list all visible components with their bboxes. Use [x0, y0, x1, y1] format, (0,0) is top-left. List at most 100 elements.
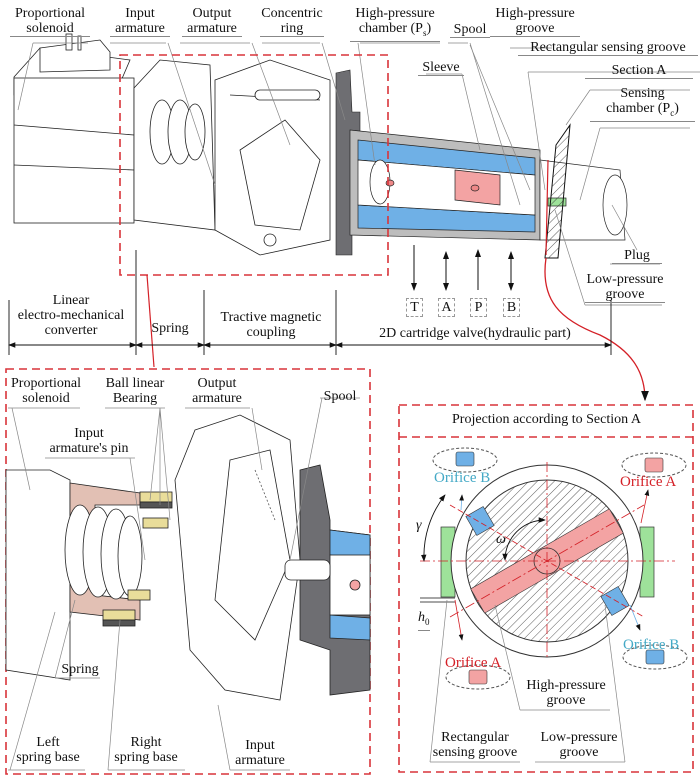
label-proportional-solenoid: Proportional solenoid	[10, 6, 90, 37]
label-line: electro-mechanical	[17, 308, 125, 323]
label-line: armature	[235, 753, 285, 768]
label-line: Output	[192, 6, 232, 21]
gamma-symbol: γ	[416, 518, 422, 533]
proportional-solenoid-body	[13, 33, 135, 224]
spring-housing	[133, 59, 216, 231]
magnetic-coupling	[214, 59, 331, 256]
section-a-plane	[544, 123, 571, 259]
label-line: groove	[559, 745, 599, 760]
detail-label-input-armature: Input armature	[228, 738, 292, 768]
h0-symbol: h0	[418, 610, 430, 631]
section-drawing	[420, 447, 688, 690]
orifice-a-top-label: Orifice A	[620, 474, 677, 490]
label-line: Left	[36, 735, 60, 750]
label-line: Proportional	[11, 376, 81, 391]
detail-label-spool: Spool	[323, 389, 357, 404]
label-line: Sensing	[620, 86, 665, 101]
dim-label-cartridge-valve: 2D cartridge valve(hydraulic part)	[379, 326, 571, 341]
label-line: solenoid	[26, 21, 74, 36]
label-output-armature: Output armature	[182, 6, 242, 37]
label-line: High-pressure	[355, 6, 435, 21]
orifice-a-bottom-label: Orifice A	[445, 655, 502, 671]
detail-label-input-armature-pin: Input armature's pin	[42, 426, 136, 456]
orifice-b-bottom-label: Orifice B	[623, 637, 680, 653]
label-line: Output	[197, 376, 237, 391]
label-line: groove	[515, 21, 555, 36]
detail-link-line	[146, 274, 155, 368]
leader-lines-detail	[8, 397, 360, 771]
label-line: Low-pressure	[586, 272, 664, 287]
label-line: Input	[74, 426, 104, 441]
port-a: A	[438, 298, 455, 317]
label-line: sensing groove	[432, 745, 518, 760]
label-line: Right	[130, 735, 162, 750]
label-concentric-ring: Concentric ring	[260, 6, 324, 37]
label-line: Bearing	[112, 391, 158, 406]
label-sleeve: Sleeve	[418, 60, 464, 76]
valve-sleeve	[349, 129, 541, 241]
dim-label-spring: Spring	[151, 321, 189, 336]
port-b: B	[503, 298, 520, 317]
label-subscript: s	[422, 27, 427, 38]
label-rectangular-sensing-groove: Rectangular sensing groove	[518, 40, 698, 56]
detail-label-output-armature: Output armature	[185, 376, 249, 406]
omega-symbol: ω	[496, 532, 506, 547]
label-line: chamber (Ps)	[350, 21, 440, 41]
section-link-curve	[544, 257, 649, 402]
dim-label-converter: Linear electro-mechanical converter	[6, 293, 136, 338]
label-line: chamber (Pc)	[590, 101, 695, 121]
label-line: converter	[44, 323, 98, 338]
detail-label-right-spring-base: Right spring base	[106, 735, 186, 765]
label-line: Linear	[52, 293, 90, 308]
h0-text: h	[418, 610, 425, 625]
label-line: High-pressure	[495, 6, 575, 21]
label-plug: Plug	[612, 248, 662, 264]
port-p: P	[470, 298, 487, 317]
label-line: Tractive magnetic	[220, 310, 322, 325]
section-a-cut-line	[545, 159, 549, 256]
label-line: solenoid	[22, 391, 70, 406]
label-line: Concentric	[261, 6, 323, 21]
label-high-pressure-chamber: High-pressure chamber (Ps)	[350, 6, 440, 42]
label-line: armature's pin	[49, 441, 129, 456]
section-title: Projection according to Section A	[452, 412, 641, 427]
section-frame	[398, 404, 694, 773]
label-line: spring base	[16, 750, 80, 765]
dim-label-magnetic-coupling: Tractive magnetic coupling	[206, 310, 336, 340]
dimension-bar	[8, 250, 612, 355]
label-line: spring base	[114, 750, 178, 765]
label-line: armature	[187, 21, 237, 36]
label-low-pressure-groove: Low-pressure groove	[585, 272, 665, 303]
label-sensing-chamber: Sensing chamber (Pc)	[590, 86, 695, 122]
detail-label-spring: Spring	[61, 662, 99, 677]
label-line: groove	[546, 693, 586, 708]
label-line: Rectangular	[441, 730, 509, 745]
section-label-rectangular-sensing-groove: Rectangular sensing groove	[425, 730, 525, 760]
label-line: Input	[125, 6, 155, 21]
port-arrows	[411, 245, 514, 291]
label-line: armature	[115, 21, 165, 36]
label-line: Input	[245, 738, 275, 753]
label-subscript: c	[670, 107, 675, 118]
label-line: Low-pressure	[540, 730, 618, 745]
section-label-low-pressure-groove: Low-pressure groove	[533, 730, 625, 760]
detail-label-proportional-solenoid: Proportional solenoid	[8, 376, 84, 406]
detail-frame-top	[119, 54, 389, 276]
h0-subscript: 0	[425, 616, 430, 627]
detail-assembly	[5, 414, 371, 701]
label-line: ring	[280, 21, 304, 36]
label-line: coupling	[246, 325, 296, 340]
label-section-a: Section A	[585, 63, 693, 79]
label-line: High-pressure	[526, 678, 606, 693]
leader-lines-section	[429, 599, 626, 763]
label-text: )	[426, 21, 432, 36]
label-high-pressure-groove: High-pressure groove	[490, 6, 580, 37]
leader-lines-top	[17, 42, 700, 306]
detail-label-ball-linear-bearing: Ball linear Bearing	[100, 376, 170, 406]
label-text: )	[674, 101, 679, 116]
section-label-high-pressure-groove: High-pressure groove	[520, 678, 612, 708]
label-input-armature: Input armature	[110, 6, 170, 37]
label-line: Ball linear	[105, 376, 165, 391]
label-line: groove	[605, 287, 645, 302]
